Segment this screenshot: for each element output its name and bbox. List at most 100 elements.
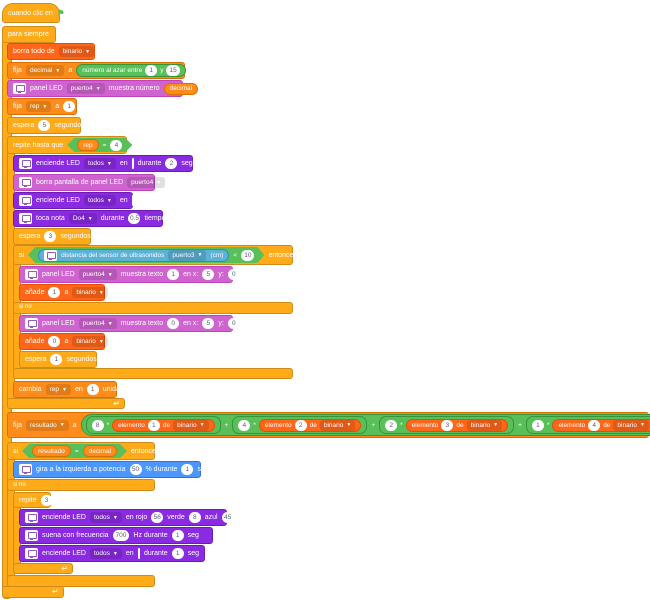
list-dropdown[interactable]: binario (72, 287, 108, 298)
random-to-input[interactable]: 15 (166, 65, 180, 76)
port-dropdown[interactable]: puerto4 (66, 83, 105, 94)
set-decimal-block[interactable]: fija decimal a número al azar entre 1 y … (7, 62, 186, 79)
red-input[interactable]: 56 (151, 512, 164, 523)
power-input[interactable]: 50 (129, 464, 142, 475)
led-on-duration-block[interactable]: enciende LED todos en durante 1 seg (19, 545, 205, 562)
port-dropdown[interactable]: puerto4 (127, 177, 166, 188)
term-3[interactable]: 2 * elemento 3 de binario (379, 416, 515, 434)
decimal-reporter[interactable]: decimal (163, 82, 199, 95)
index-input[interactable]: 2 (294, 419, 307, 431)
random-reporter[interactable]: número al azar entre 1 y 15 (76, 64, 186, 77)
text-input[interactable]: 1 (167, 269, 180, 280)
turn-left-block[interactable]: gira a la izquierda a potencia 50 % dura… (13, 461, 209, 478)
add-to-list-block[interactable]: añade 0 a binario (19, 333, 108, 350)
weight-input[interactable]: 2 (385, 419, 398, 431)
resultado-reporter[interactable]: resultado (32, 445, 71, 457)
note-dropdown[interactable]: Do4 (68, 213, 97, 224)
change-input[interactable]: 1 (86, 384, 99, 395)
sum-expression[interactable]: 8 * elemento 1 de binario + 4 * elemento… (80, 414, 650, 436)
blue-input[interactable]: 45 (221, 512, 234, 523)
secs-input[interactable]: 1 (181, 464, 194, 475)
equals-condition[interactable]: rep = 4 (67, 138, 132, 152)
weight-input[interactable]: 8 (91, 419, 104, 431)
play-note-block[interactable]: toca nota Do4 durante 0.5 tiempos (13, 210, 169, 227)
compare-input[interactable]: 10 (241, 250, 254, 261)
list-dropdown[interactable]: binario (613, 419, 649, 431)
when-flag-clicked-block[interactable]: cuando clic en ⚑ (2, 3, 65, 23)
x-input[interactable]: 5 (202, 269, 215, 280)
random-from-input[interactable]: 1 (145, 65, 158, 76)
list-dropdown[interactable]: binario (58, 46, 95, 57)
ultrasonic-reporter[interactable]: distancia del sensor de ultrasonidos pue… (38, 249, 229, 262)
item-of-list-reporter[interactable]: elemento 4 de binario (552, 418, 650, 432)
wait-block[interactable]: espera 3 segundos (13, 228, 91, 245)
frequency-input[interactable]: 700 (112, 530, 130, 541)
led-panel-show-number-block[interactable]: panel LED puerto4 muestra número decimal (7, 80, 199, 97)
led-dropdown[interactable]: todos (83, 158, 116, 169)
if-header-2[interactable]: si resultado = decimal entonces (7, 442, 159, 460)
led-on-block[interactable]: enciende LED todos en (13, 192, 134, 209)
duration-input[interactable]: 1 (171, 530, 184, 541)
duration-input[interactable]: 1 (171, 548, 184, 559)
repeat-input[interactable]: 3 (40, 494, 53, 506)
wait-block[interactable]: espera 1 segundos (19, 351, 97, 368)
value-input[interactable]: 1 (63, 101, 76, 112)
forever-header[interactable]: para siempre (2, 26, 56, 43)
list-dropdown[interactable]: binario (173, 419, 209, 431)
change-rep-block[interactable]: cambia rep en 1 unidades (13, 381, 131, 398)
item-of-list-reporter[interactable]: elemento 1 de binario (112, 418, 215, 432)
color-picker[interactable] (131, 195, 134, 206)
led-dropdown[interactable]: todos (89, 512, 122, 523)
color-picker[interactable] (131, 158, 134, 169)
term-4[interactable]: 1 * elemento 4 de binario (525, 416, 650, 434)
item-of-list-reporter[interactable]: elemento 3 de binario (405, 418, 509, 432)
term-1[interactable]: 8 * elemento 1 de binario (85, 416, 221, 434)
rep-reporter[interactable]: rep (77, 139, 98, 151)
list-dropdown[interactable]: binario (72, 336, 108, 347)
compare-input[interactable]: 4 (110, 140, 122, 151)
index-input[interactable]: 1 (147, 419, 160, 431)
port-dropdown[interactable]: puerto3 (168, 250, 206, 261)
wait-input[interactable]: 5 (38, 120, 51, 131)
item-input[interactable]: 1 (48, 287, 61, 298)
y-input[interactable]: 0 (227, 269, 240, 280)
variable-dropdown[interactable]: decimal (25, 65, 65, 76)
play-frequency-block[interactable]: suena con frecuencia 700 Hz durante 1 se… (19, 527, 213, 544)
list-dropdown[interactable]: binario (319, 419, 356, 431)
less-than-condition[interactable]: distancia del sensor de ultrasonidos pue… (28, 247, 264, 263)
duration-input[interactable]: 2 (165, 158, 178, 169)
list-dropdown[interactable]: binario (466, 419, 503, 431)
weight-input[interactable]: 4 (238, 419, 251, 431)
equals-condition[interactable]: resultado = decimal (22, 444, 127, 458)
green-input[interactable]: 8 (188, 512, 201, 523)
wait-input[interactable]: 3 (44, 231, 57, 242)
led-panel-show-text-block[interactable]: panel LED puerto4 muestra texto 1 en x: … (19, 266, 240, 283)
clear-led-panel-block[interactable]: borra pantalla de panel LED puerto4 (13, 174, 166, 191)
index-input[interactable]: 4 (588, 419, 601, 431)
led-panel-show-text-block[interactable]: panel LED puerto4 muestra texto 0 en x: … (19, 315, 240, 332)
led-rgb-block[interactable]: enciende LED todos en rojo 56 verde 8 az… (19, 509, 234, 526)
wait-input[interactable]: 1 (50, 354, 63, 365)
led-dropdown[interactable]: todos (83, 195, 116, 206)
repeat-until-header[interactable]: repite hasta que rep = 4 (7, 136, 127, 154)
led-on-duration-block[interactable]: enciende LED todos en durante 2 seg (13, 155, 193, 172)
set-rep-block[interactable]: fija rep a 1 (7, 98, 77, 115)
led-dropdown[interactable]: todos (89, 548, 122, 559)
x-input[interactable]: 5 (202, 318, 215, 329)
repeat-header[interactable]: repite 3 (13, 492, 53, 508)
decimal-reporter[interactable]: decimal (83, 445, 117, 457)
index-input[interactable]: 3 (441, 419, 454, 431)
beats-input[interactable]: 0.5 (128, 213, 141, 224)
weight-input[interactable]: 1 (531, 419, 544, 431)
y-input[interactable]: 0 (227, 318, 240, 329)
add-to-list-block[interactable]: añade 1 a binario (19, 284, 108, 301)
port-dropdown[interactable]: puerto4 (78, 269, 117, 280)
term-2[interactable]: 4 * elemento 2 de binario (232, 416, 368, 434)
text-input[interactable]: 0 (167, 318, 180, 329)
set-resultado-block[interactable]: fija resultado a 8 * elemento 1 de binar… (7, 412, 650, 438)
if-header[interactable]: si distancia del sensor de ultrasonidos … (13, 245, 297, 265)
port-dropdown[interactable]: puerto4 (78, 318, 117, 329)
wait-block[interactable]: espera 5 segundos (7, 117, 85, 134)
color-picker[interactable] (137, 548, 140, 559)
variable-dropdown[interactable]: resultado (25, 419, 69, 431)
